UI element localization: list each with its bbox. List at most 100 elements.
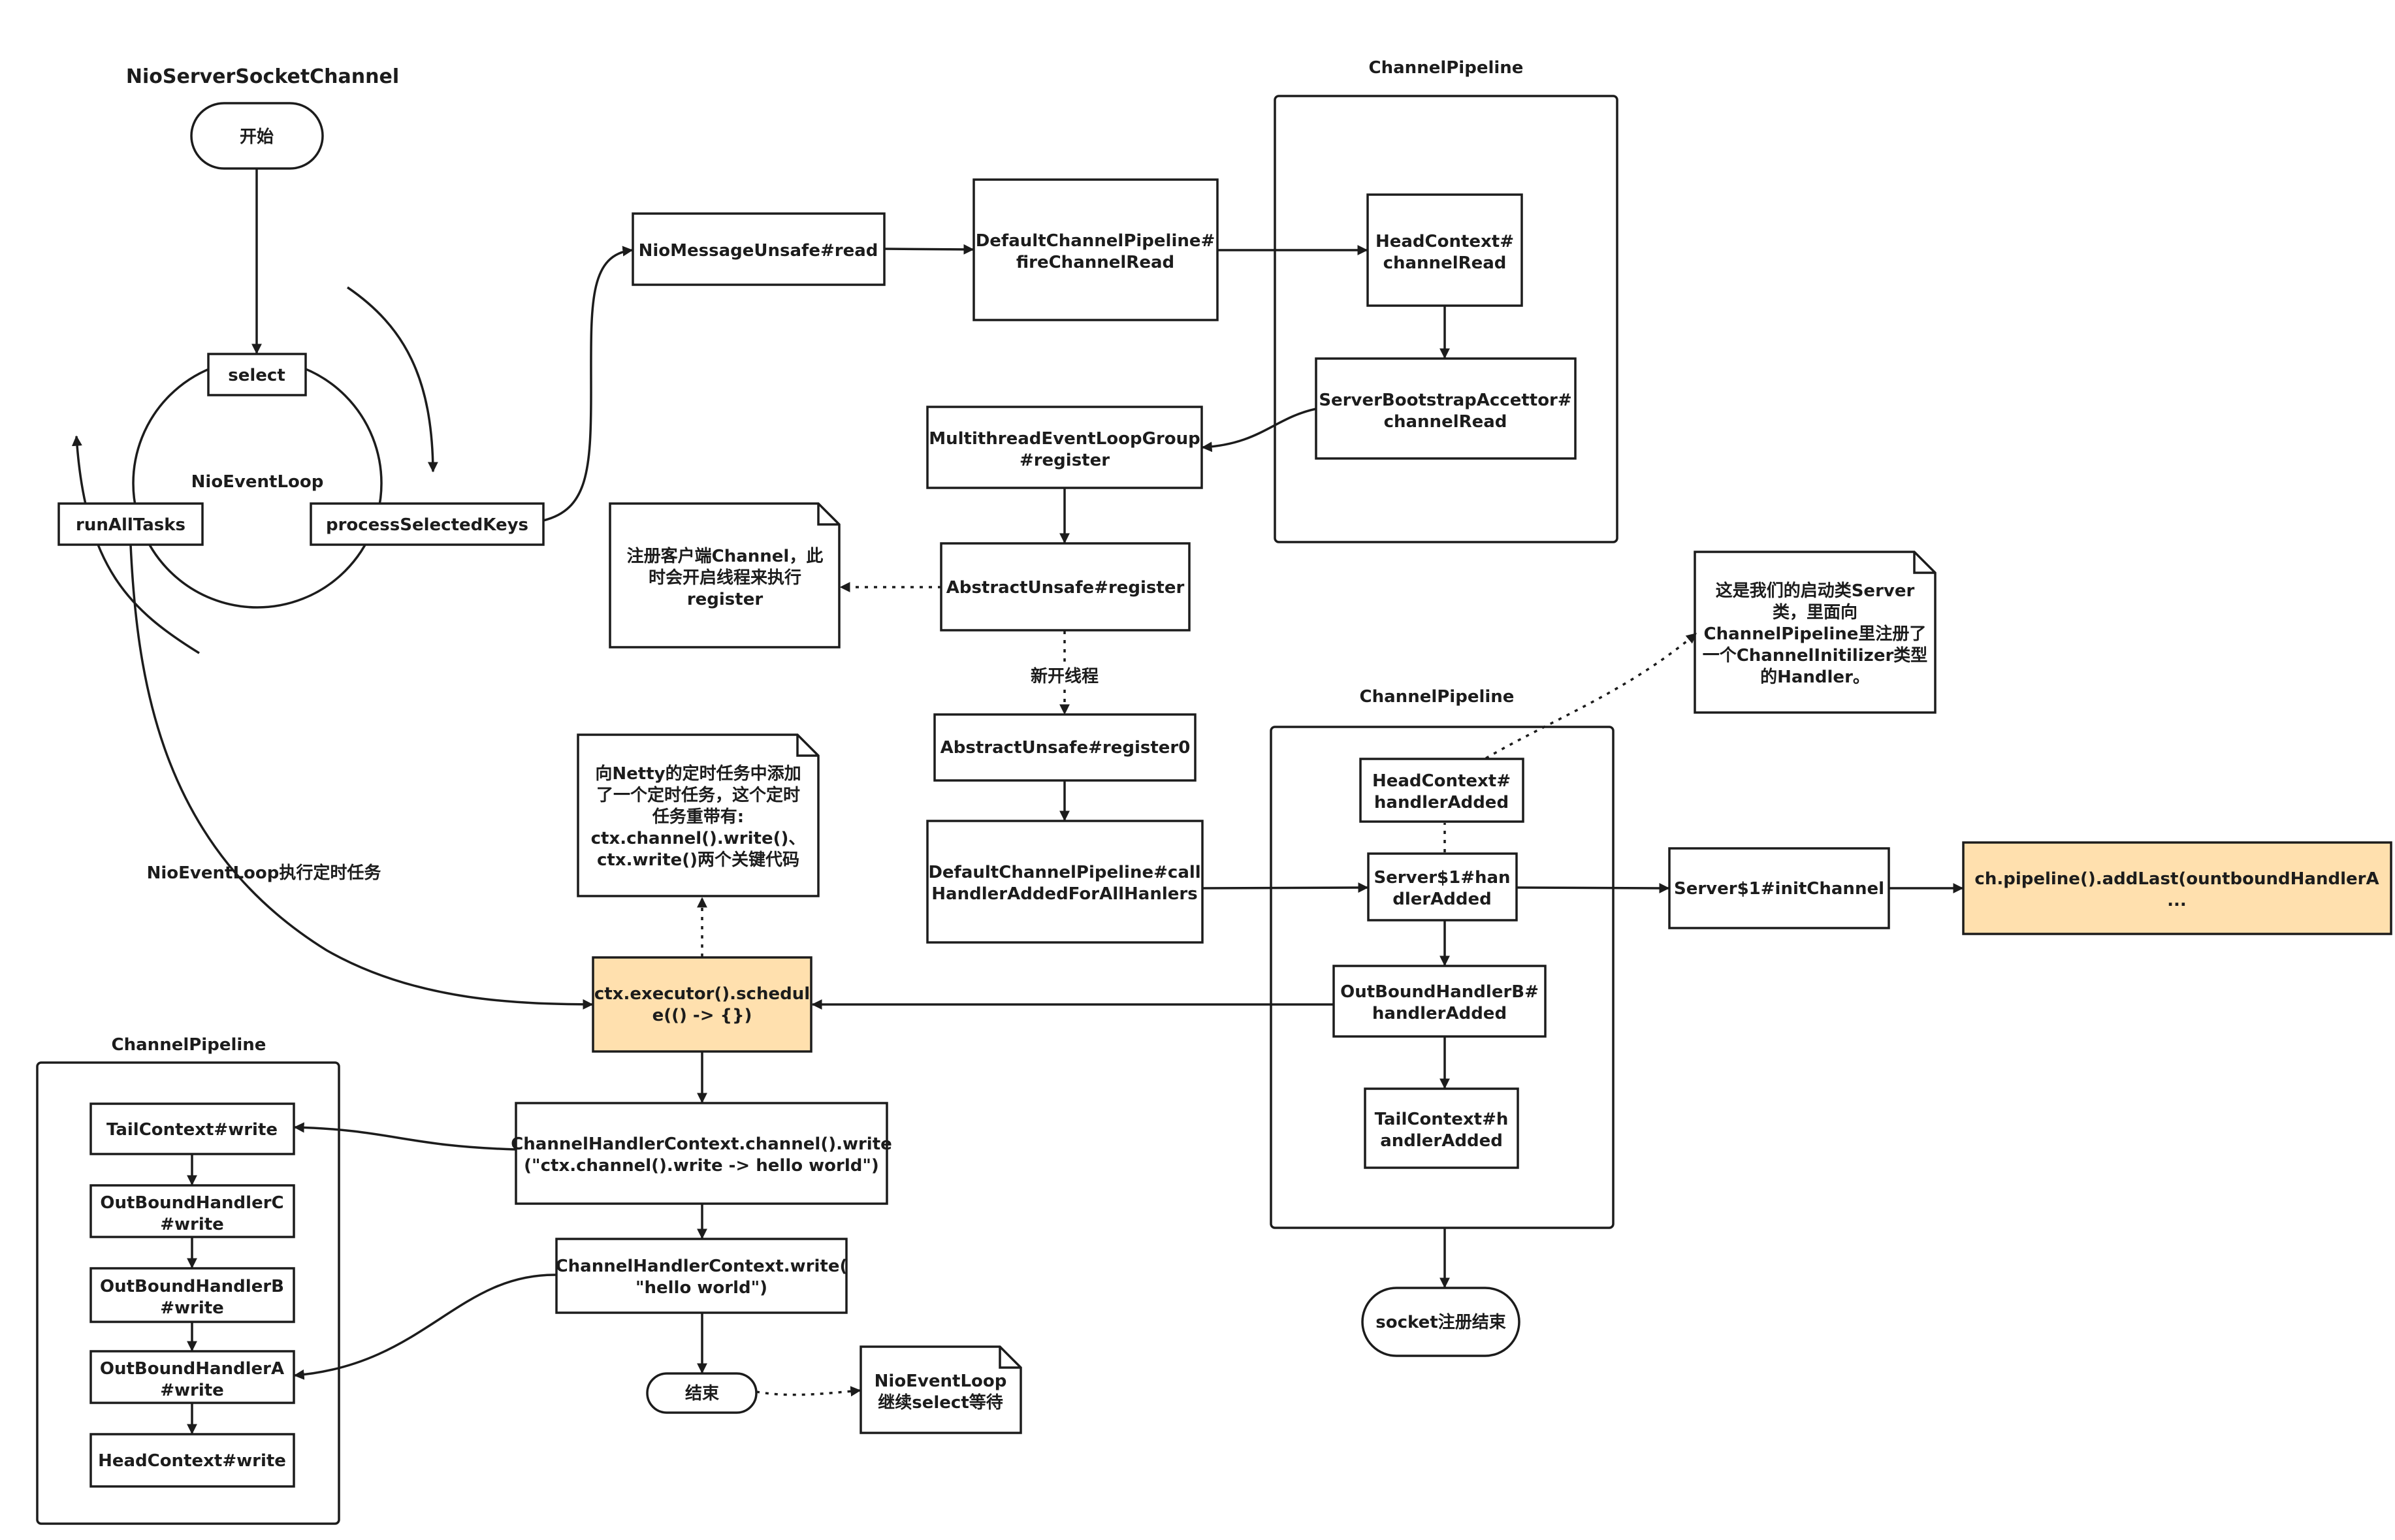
outbound-b-added-node[interactable] — [1332, 965, 1547, 1038]
head-added-text: HeadContext# handlerAdded — [1372, 771, 1511, 812]
process-selected-keys-node[interactable] — [310, 502, 545, 546]
tail-added-node[interactable] — [1364, 1087, 1519, 1169]
acceptor-read-text: ServerBootstrapAccettor# channelRead — [1319, 391, 1571, 432]
head-added-line-0: HeadContext# — [1372, 771, 1511, 791]
schedule-text: ctx.executor().schedul e(() -> {}) — [594, 984, 810, 1025]
server-note-line-3: 一个ChannelInitilizer类型 — [1703, 646, 1928, 666]
server-added-text: Server$1#han dlerAdded — [1374, 868, 1510, 909]
outbound-a-write-text: OutBoundHandlerA #write — [100, 1359, 284, 1400]
head-added-node[interactable] — [1359, 758, 1524, 823]
run-all-tasks-label: runAllTasks — [76, 515, 185, 535]
tail-added-line-1: andlerAdded — [1380, 1131, 1503, 1151]
unsafe-register0-line-0: AbstractUnsafe#register0 — [940, 738, 1191, 758]
schedule-note-text: 向Netty的定时任务中添加 了一个定时任务，这个定时 任务重带有: ctx.c… — [591, 763, 806, 870]
schedule-line-0: ctx.executor().schedul — [594, 984, 810, 1004]
outbound-b-write-line-1: #write — [160, 1298, 224, 1318]
outbound-c-write-line-1: #write — [160, 1215, 224, 1234]
register-note — [609, 502, 841, 649]
register-note-line-1: 时会开启线程来执行 — [649, 568, 801, 588]
pipeline-bottom-title: ChannelPipeline — [112, 1035, 266, 1055]
group-register-node[interactable] — [926, 406, 1203, 489]
acceptor-read-line-1: channelRead — [1384, 412, 1507, 432]
register-note-line-0: 注册客户端Channel，此 — [627, 546, 824, 566]
select-node-label: select — [228, 366, 285, 385]
add-last-text: ch.pipeline().addLast(ountboundHandlerA … — [1974, 869, 2379, 910]
register-note-fold — [817, 504, 839, 526]
unsafe-register-line-0: AbstractUnsafe#register — [946, 578, 1185, 598]
socket-end-label: socket注册结束 — [1375, 1312, 1506, 1332]
schedule-node[interactable] — [592, 956, 812, 1053]
server-note-line-1: 类，里面向 — [1773, 602, 1857, 622]
server-added-node[interactable] — [1367, 852, 1518, 922]
wait-note-text: NioEventLoop 继续select等待 — [875, 1372, 1007, 1413]
outbound-b-write-node[interactable] — [89, 1267, 295, 1323]
diagram-title: NioServerSocketChannel — [126, 65, 399, 88]
server-note-line-0: 这是我们的启动类Server — [1716, 581, 1915, 601]
server-note-line-2: ChannelPipeline里注册了 — [1704, 624, 1927, 644]
edge-end-wait-note — [756, 1386, 861, 1397]
loop-arrow-left — [71, 435, 200, 654]
outbound-c-write-line-0: OutBoundHandlerC — [100, 1193, 283, 1213]
add-last-node[interactable] — [1962, 841, 2392, 935]
schedule-note-line-4: ctx.write()两个关键代码 — [597, 850, 799, 870]
head-added-line-1: handlerAdded — [1374, 793, 1509, 812]
nio-read-text: NioMessageUnsafe#read — [639, 241, 878, 261]
call-handler-added-line-1: HandlerAddedForAllHanlers — [931, 884, 1197, 904]
schedule-note-line-0: 向Netty的定时任务中添加 — [595, 763, 801, 784]
outbound-b-write-line-0: OutBoundHandlerB — [100, 1277, 284, 1296]
tail-added-line-0: TailContext#h — [1375, 1110, 1509, 1129]
group-register-text: MultithreadEventLoopGroup #register — [929, 429, 1200, 470]
add-last-line-0: ch.pipeline().addLast(ountboundHandlerA — [1974, 869, 2379, 889]
edge-ctx-write-outbound-a — [293, 1274, 557, 1380]
head-read-line-1: channelRead — [1383, 253, 1507, 273]
head-read-text: HeadContext# channelRead — [1375, 232, 1514, 273]
call-handler-added-node[interactable] — [926, 820, 1204, 944]
add-last-line-1: ... — [2167, 891, 2187, 910]
ctx-channel-write-text: ChannelHandlerContext.channel().write ("… — [511, 1134, 892, 1176]
ctx-channel-write-node[interactable] — [515, 1102, 888, 1205]
server-note-text: 这是我们的启动类Server 类，里面向 ChannelPipeline里注册了… — [1703, 581, 1928, 687]
outbound-b-added-text: OutBoundHandlerB# handlerAdded — [1340, 982, 1539, 1023]
group-register-line-1: #register — [1020, 451, 1110, 470]
init-channel-text: Server$1#initChannel — [1674, 879, 1884, 899]
acceptor-read-node[interactable] — [1315, 357, 1577, 460]
pipeline-bottom-group — [36, 1061, 340, 1525]
schedule-note — [577, 733, 820, 897]
unsafe-register-text: AbstractUnsafe#register — [946, 578, 1185, 598]
call-handler-added-line-0: DefaultChannelPipeline#call — [928, 863, 1200, 882]
ctx-write-line-0: ChannelHandlerContext.write( — [556, 1257, 848, 1276]
head-write-line-0: HeadContext#write — [98, 1451, 286, 1471]
ctx-write-text: ChannelHandlerContext.write( "hello worl… — [556, 1257, 848, 1298]
outbound-a-write-line-1: #write — [160, 1381, 224, 1400]
schedule-line-1: e(() -> {}) — [652, 1006, 752, 1025]
event-loop-label: NioEventLoop — [191, 472, 324, 492]
acceptor-read-line-0: ServerBootstrapAccettor# — [1319, 391, 1571, 410]
register-note-text: 注册客户端Channel，此 时会开启线程来执行 register — [627, 546, 824, 609]
schedule-note-line-3: ctx.channel().write()、 — [591, 829, 806, 848]
init-channel-line-0: Server$1#initChannel — [1674, 879, 1884, 899]
schedule-note-line-2: 任务重带有: — [652, 807, 744, 827]
unsafe-register0-node[interactable] — [933, 713, 1197, 782]
nio-read-node[interactable] — [632, 212, 886, 286]
server-added-line-0: Server$1#han — [1374, 868, 1510, 888]
end-node-label: 结束 — [685, 1383, 720, 1404]
wait-note — [860, 1345, 1022, 1434]
pipeline-top-group — [1274, 95, 1618, 543]
outbound-b-added-line-0: OutBoundHandlerB# — [1340, 982, 1539, 1002]
process-selected-keys-label: processSelectedKeys — [326, 515, 528, 535]
ctx-write-line-1: "hello world") — [635, 1278, 767, 1298]
scheduled-task-label: NioEventLoop执行定时任务 — [147, 863, 381, 883]
edge-acceptor-group — [1201, 408, 1317, 453]
schedule-note-fold — [796, 735, 818, 757]
ctx-channel-write-line-0: ChannelHandlerContext.channel().write — [511, 1134, 892, 1154]
select-node[interactable] — [207, 353, 307, 396]
start-node-label: 开始 — [240, 127, 274, 147]
nio-read-line-0: NioMessageUnsafe#read — [639, 241, 878, 261]
wait-note-line-1: 继续select等待 — [878, 1392, 1003, 1413]
fire-read-text: DefaultChannelPipeline# fireChannelRead — [976, 231, 1215, 272]
tail-write-node[interactable] — [89, 1102, 295, 1155]
fire-read-node[interactable] — [972, 178, 1219, 321]
unsafe-register-node[interactable] — [940, 542, 1191, 632]
